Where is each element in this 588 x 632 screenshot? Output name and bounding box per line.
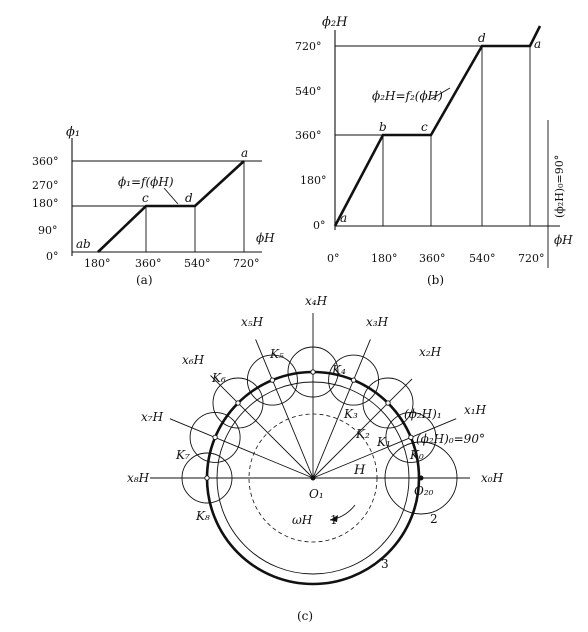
k3-label: K₃ (343, 407, 358, 421)
axis-label-x0: x₀H (481, 471, 504, 485)
panel-a-leader (163, 187, 179, 205)
panel-a-equation: ϕ₁=f(ϕH) (118, 175, 174, 189)
panel-b-point-a-start: a (340, 211, 347, 225)
panel-b-ytick-180: 180° (300, 174, 327, 187)
panel-a-ytick-360: 360° (32, 155, 59, 168)
panel-a-point-d: d (185, 191, 193, 205)
panel-b-xtick-0: 0° (327, 252, 340, 265)
link-3-label: 3 (381, 557, 389, 571)
panel-b-ytick-360: 360° (295, 129, 322, 142)
radial-axis-x1 (312, 418, 457, 479)
panel-b-caption: (b) (427, 273, 444, 287)
panel-b-x-label: ϕH (554, 233, 573, 247)
link-2-label: 2 (430, 512, 438, 526)
panel-c-caption: (c) (297, 609, 313, 623)
contact-point-k1 (408, 434, 414, 441)
axis-label-x8: x₈H (127, 471, 150, 485)
panel-a-point-b: b (83, 237, 91, 251)
center-o1-dot (310, 475, 316, 481)
panel-b: ϕ₂H ϕH 720° 540° 360° 180° 0° 0° 180° 36… (295, 15, 573, 287)
radial-axes (169, 313, 457, 479)
panel-a-caption: (a) (136, 273, 153, 287)
axis-label-x2: x₂H (419, 345, 442, 359)
panel-b-xtick-720: 720° (518, 252, 545, 265)
panel-a-point-c: c (142, 191, 149, 205)
omega-label: ωH (292, 513, 313, 527)
panel-b-point-b: b (379, 120, 387, 134)
radial-axis-x5 (255, 339, 314, 479)
phi1-label: (ϕ₂H)₁ (404, 407, 442, 421)
panel-b-y-label: ϕ₂H (322, 15, 348, 30)
panel-a-y-label: ϕ₁ (66, 125, 80, 140)
k7-label: K₇ (175, 448, 190, 462)
h-label: H (353, 463, 366, 478)
contact-point-k2 (385, 400, 391, 406)
panel-b-xtick-180: 180° (371, 252, 398, 265)
k6-label: K₆ (211, 371, 226, 385)
radial-axis-x6 (210, 375, 314, 479)
follower-circle-3 (328, 354, 380, 406)
panel-a-x-label: ϕH (256, 231, 275, 245)
k2-label: K₂ (355, 427, 370, 441)
k1-label: K₁ (376, 435, 391, 449)
panel-a-point-a-start: a (76, 237, 83, 251)
radial-axis-x3 (312, 339, 371, 479)
axis-label-x4: x₄H (305, 294, 328, 308)
link-1-label: 1 (330, 513, 338, 527)
follower-circle-8 (181, 452, 233, 504)
panel-b-xtick-360: 360° (419, 252, 446, 265)
axis-label-x6: x₆H (182, 353, 205, 367)
k5-label: K₅ (269, 347, 284, 361)
center-o20-dot (418, 475, 424, 481)
phi0-label: (ϕ₂H)₀=90° (416, 432, 485, 446)
contact-point-k8 (204, 475, 210, 481)
panel-b-leader (430, 87, 451, 100)
panel-a-xtick-360: 360° (135, 257, 162, 270)
contact-point-k7 (212, 434, 218, 441)
panel-a-ytick-180: 180° (32, 197, 59, 210)
panel-b-profile-curve (333, 25, 542, 227)
panel-b-equation: ϕ₂H=f₂(ϕH) (372, 89, 443, 103)
axis-label-x5: x₅H (241, 315, 264, 329)
follower-circles (181, 346, 437, 504)
panel-a-xtick-180: 180° (84, 257, 111, 270)
panel-c: O₁ O₂₀ H ωH 1 2 3 (ϕ₂H)₁ (ϕ₂H)₀=90° (c) … (127, 294, 504, 623)
panel-a-xtick-720: 720° (233, 257, 260, 270)
k4-label: K₄ (331, 363, 346, 377)
panel-b-point-a-end: a (534, 37, 541, 51)
panel-b-side-note: (ϕ₂H)₀=90° (553, 155, 566, 218)
radial-axis-x7 (169, 418, 314, 479)
panel-a-ytick-0: 0° (46, 250, 59, 263)
contact-point-k3 (350, 377, 357, 383)
panel-b-ytick-720: 720° (295, 40, 322, 53)
panel-b-xtick-540: 540° (469, 252, 496, 265)
panel-a-ytick-270: 270° (32, 179, 59, 192)
center-o20-label: O₂₀ (414, 484, 434, 498)
panel-a-profile-curve (97, 160, 245, 253)
contact-point-k6 (235, 400, 241, 406)
center-o1-label: O₁ (309, 487, 324, 501)
radial-axis-x2 (312, 378, 413, 479)
follower-circle-7 (189, 411, 241, 463)
axis-label-x7: x₇H (141, 410, 164, 424)
k0-label: K₀ (409, 448, 424, 462)
panel-a-ytick-90: 90° (38, 224, 58, 237)
panel-b-ytick-0: 0° (313, 219, 326, 232)
panel-b-point-d: d (478, 31, 486, 45)
k8-label: K₈ (195, 509, 210, 523)
follower-circle-4 (287, 346, 339, 398)
panel-a: ϕ₁ ϕH 360° 270° 180° 90° 0° 180° 360° 54… (32, 125, 275, 287)
panel-a-xtick-540: 540° (184, 257, 211, 270)
omega-arrowhead (330, 515, 338, 522)
panel-b-point-c: c (421, 120, 428, 134)
contact-point-k5 (269, 377, 276, 383)
axis-label-x1: x₁H (464, 403, 487, 417)
panel-b-ytick-540: 540° (295, 85, 322, 98)
panel-a-point-a-end: a (241, 146, 248, 160)
contact-point-k4 (310, 369, 316, 375)
axis-label-x3: x₃H (366, 315, 389, 329)
